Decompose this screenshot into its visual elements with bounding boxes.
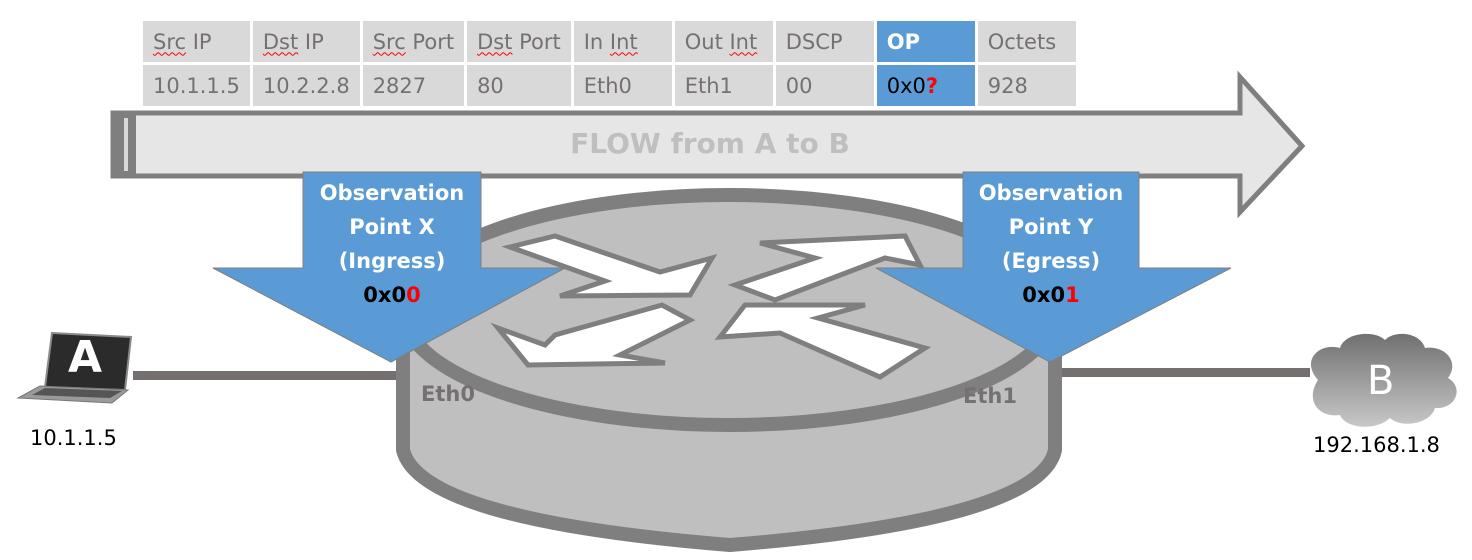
- host-a-letter: A: [68, 332, 103, 383]
- op-x-direction: (Ingress): [338, 249, 446, 273]
- unknown-marker: ?: [925, 73, 939, 98]
- op-x-code: 0x00: [363, 283, 421, 307]
- table-value-row: 10.1.1.5 10.2.2.8 2827 80 Eth0 Eth1 00 0…: [143, 65, 1076, 106]
- observation-point-y-arrow: [875, 171, 1232, 363]
- op-x-title: Observation: [319, 181, 465, 205]
- laptop-icon: [16, 331, 133, 404]
- router-arrows-icon: [490, 233, 932, 380]
- value-op: 0x0?: [876, 65, 975, 106]
- header-octets: Octets: [977, 21, 1076, 62]
- header-out-int: Out Int: [674, 21, 773, 62]
- link-a-to-router: [133, 371, 403, 380]
- header-dscp: DSCP: [775, 21, 874, 62]
- host-a-ip: 10.1.1.5: [30, 426, 117, 450]
- op-y-name: Point Y: [1008, 215, 1094, 239]
- host-b-ip: 192.168.1.8: [1313, 433, 1440, 457]
- flow-arrow: [110, 70, 1306, 219]
- header-src-port: Src Port: [362, 21, 465, 62]
- value-dst-port: 80: [467, 65, 571, 106]
- interface-eth0-label: Eth0: [421, 382, 475, 406]
- header-src-ip: Src IP: [143, 21, 250, 62]
- op-x-name: Point X: [349, 215, 435, 239]
- observation-point-x-arrow: [212, 171, 566, 363]
- header-op: OP: [876, 21, 975, 62]
- value-in-int: Eth0: [573, 65, 672, 106]
- value-src-port: 2827: [362, 65, 465, 106]
- value-dst-ip: 10.2.2.8: [252, 65, 360, 106]
- value-out-int: Eth1: [674, 65, 773, 106]
- value-src-ip: 10.1.1.5: [143, 65, 250, 106]
- observation-point-y-label: Observation Point Y (Egress) 0x01: [956, 176, 1146, 312]
- host-b-letter: B: [1367, 358, 1395, 404]
- observation-point-x-label: Observation Point X (Ingress) 0x00: [297, 176, 487, 312]
- flow-arrow-label: FLOW from A to B: [570, 127, 850, 160]
- value-dscp: 00: [775, 65, 874, 106]
- header-dst-ip: Dst IP: [252, 21, 360, 62]
- op-y-direction: (Egress): [1001, 249, 1101, 273]
- link-router-to-b: [1040, 368, 1310, 377]
- op-y-title: Observation: [978, 181, 1124, 205]
- cloud-icon: [1310, 333, 1457, 427]
- header-dst-port: Dst Port: [467, 21, 571, 62]
- value-octets: 928: [977, 65, 1076, 106]
- table-header-row: Src IP Dst IP Src Port Dst Port In Int O…: [143, 21, 1076, 62]
- header-in-int: In Int: [573, 21, 672, 62]
- flow-record-table: Src IP Dst IP Src Port Dst Port In Int O…: [140, 18, 1079, 109]
- interface-eth1-label: Eth1: [963, 384, 1017, 408]
- op-y-code: 0x01: [1022, 283, 1080, 307]
